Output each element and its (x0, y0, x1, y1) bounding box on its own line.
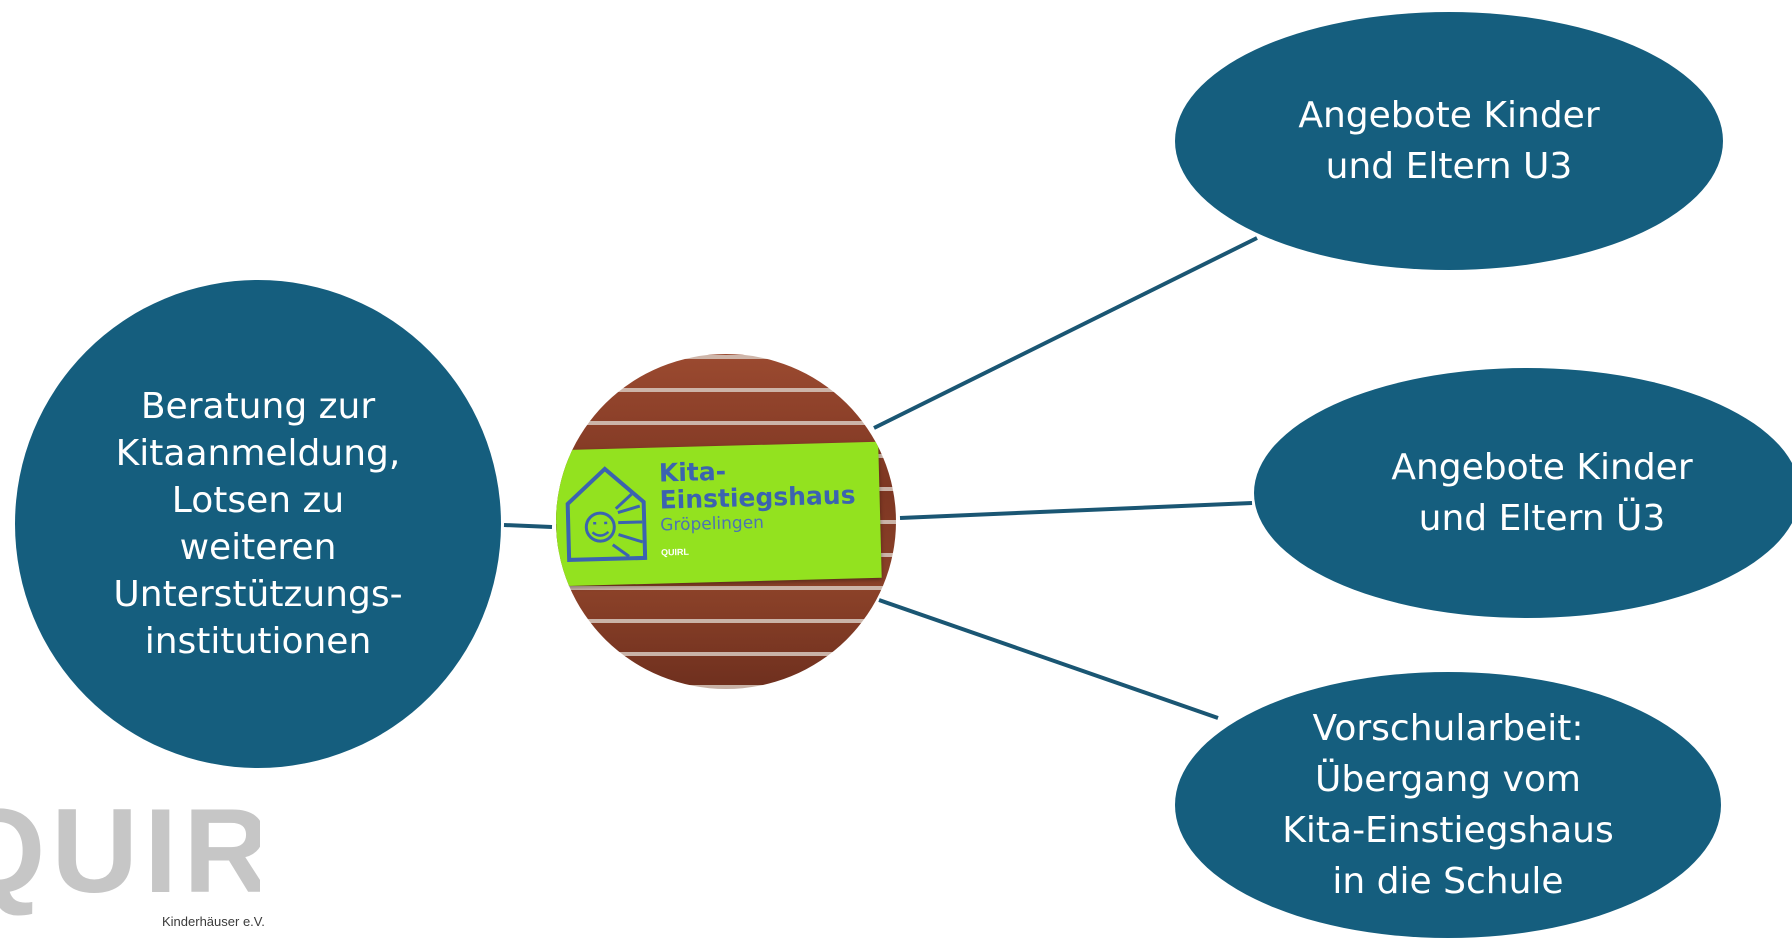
node-offers-ue3: Angebote Kinder und Eltern Ü3 (1254, 368, 1792, 618)
logo-subtitle: Kinderhäuser e.V. (162, 914, 265, 929)
kita-sign: Kita- Einstiegshaus Gröpelingen QUIRL (556, 441, 882, 587)
sign-title: Kita- Einstiegshaus (658, 456, 856, 515)
node-preschool-label: Vorschularbeit: Übergang vom Kita-Einsti… (1282, 708, 1614, 902)
center-photo: Kita- Einstiegshaus Gröpelingen QUIRL (556, 354, 896, 689)
node-consultation-label: Beratung zur Kitaanmeldung, Lotsen zu we… (113, 386, 403, 662)
connector-bottom-right (878, 598, 1219, 720)
connector-left (503, 523, 553, 529)
connector-middle-right (899, 501, 1253, 520)
quirl-logo-wordmark: QUIRL (0, 786, 260, 916)
node-offers-u3: Angebote Kinder und Eltern U3 (1175, 12, 1723, 270)
node-consultation: Beratung zur Kitaanmeldung, Lotsen zu we… (15, 280, 501, 768)
connector-top-right (873, 236, 1258, 430)
node-offers-u3-label: Angebote Kinder und Eltern U3 (1298, 95, 1600, 187)
quirl-logo: QUIRL (0, 786, 260, 916)
node-preschool: Vorschularbeit: Übergang vom Kita-Einsti… (1175, 672, 1721, 938)
house-sun-icon (565, 466, 648, 562)
sign-place: Gröpelingen (660, 512, 765, 536)
node-offers-ue3-label: Angebote Kinder und Eltern Ü3 (1391, 447, 1693, 539)
sign-small-logo: QUIRL (660, 546, 690, 558)
